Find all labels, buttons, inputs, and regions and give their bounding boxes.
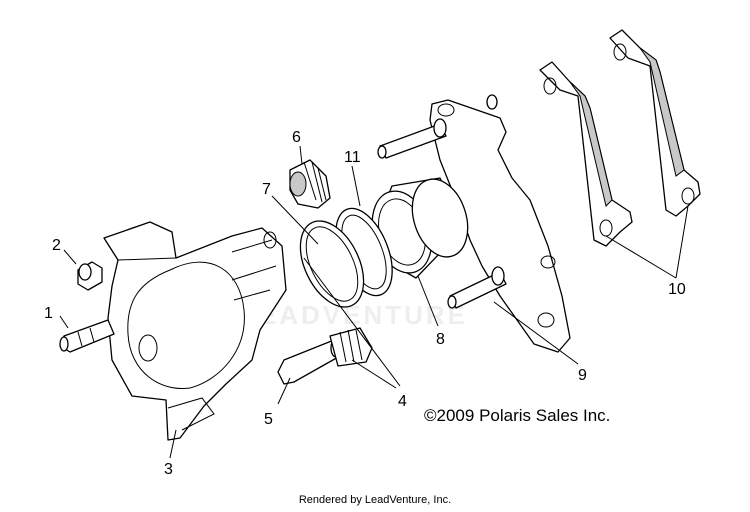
callout-6: 6 bbox=[292, 129, 301, 146]
callout-5: 5 bbox=[264, 411, 273, 428]
callout-labels: 1 2 3 4 5 6 7 8 9 10 11 bbox=[44, 129, 686, 478]
callout-8: 8 bbox=[436, 331, 445, 348]
callout-11: 11 bbox=[344, 149, 361, 166]
part-2-bleeder-cap[interactable] bbox=[77, 261, 103, 291]
callout-4: 4 bbox=[398, 393, 407, 410]
callout-2: 2 bbox=[52, 237, 61, 254]
callout-9: 9 bbox=[578, 367, 587, 384]
leader-lines bbox=[59, 145, 689, 459]
part-6-slide-pin-boot[interactable] bbox=[289, 159, 331, 209]
copyright-notice: ©2009 Polaris Sales Inc. bbox=[424, 406, 611, 425]
callout-3: 3 bbox=[164, 461, 173, 478]
render-credit: Rendered by LeadVenture, Inc. bbox=[298, 494, 452, 506]
part-10-brake-pads[interactable] bbox=[539, 29, 701, 247]
callout-1: 1 bbox=[44, 305, 53, 322]
part-5-slide-pin[interactable] bbox=[277, 327, 373, 385]
callout-7: 7 bbox=[262, 181, 271, 198]
callout-10: 10 bbox=[668, 281, 686, 298]
part-3-caliper-body[interactable] bbox=[59, 221, 287, 441]
